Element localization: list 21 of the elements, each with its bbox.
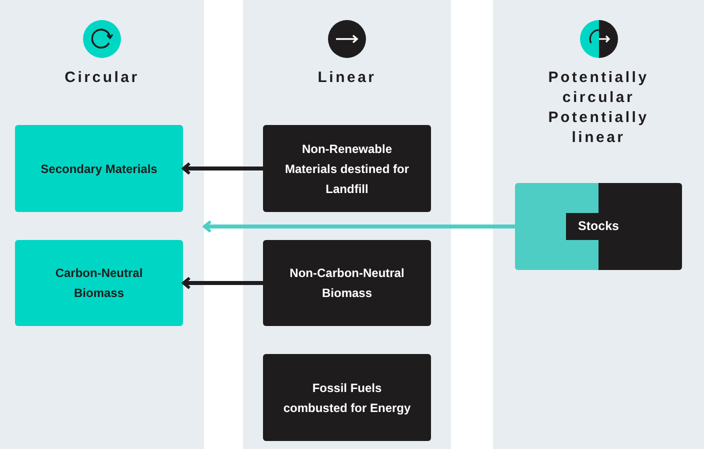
- column-band: [0, 0, 204, 449]
- arrow: [182, 162, 263, 175]
- box-label: Carbon-Neutral Biomass: [54, 265, 144, 302]
- box-label: Non-Carbon-Neutral Biomass: [288, 265, 406, 302]
- category-box: [263, 125, 431, 212]
- column-band: [243, 0, 451, 449]
- split-box: [515, 183, 682, 270]
- category-box: [15, 240, 183, 326]
- arrow: [203, 220, 515, 233]
- category-box: [263, 354, 431, 441]
- category-box: [15, 125, 183, 212]
- column-heading: Linear: [318, 68, 376, 88]
- column-heading: Potentially linear: [547, 108, 650, 148]
- column-band: [493, 0, 704, 449]
- box-label: Non-Renewable Materials destined for Landfill: [284, 140, 410, 198]
- category-box: [263, 240, 431, 326]
- box-label: Fossil Fuels combusted for Energy: [283, 380, 411, 416]
- column-heading: Circular: [64, 68, 140, 88]
- box-label: Secondary Materials: [40, 160, 158, 178]
- column-heading: Potentially circular: [547, 68, 650, 108]
- arrow: [182, 276, 263, 290]
